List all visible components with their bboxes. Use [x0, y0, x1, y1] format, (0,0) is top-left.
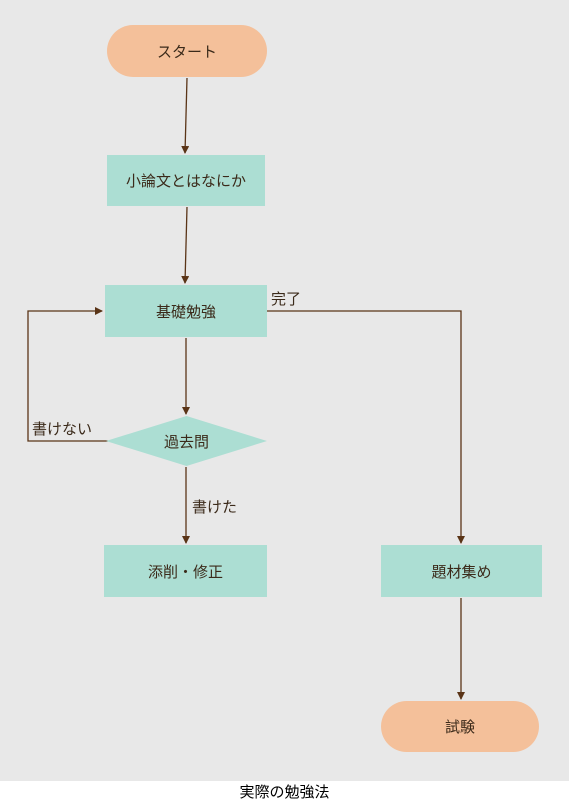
- start-node: スタート: [107, 25, 267, 77]
- past-exams-label: 過去問: [163, 432, 209, 451]
- connector-layer: [27, 77, 465, 700]
- basic-study-label: 基礎勉強: [155, 302, 216, 321]
- start-node-label: スタート: [156, 42, 217, 61]
- can-write-edge-label: 書けた: [192, 498, 238, 516]
- what-is-essay-label: 小論文とはなにか: [125, 172, 246, 190]
- done-edge-label: 完了: [271, 290, 302, 308]
- what-is-essay-node: 小論文とはなにか: [107, 155, 265, 206]
- edge-start-to-essay: [181, 77, 190, 154]
- edge-past-to-basic-loop: [27, 307, 108, 442]
- exam-node: 試験: [381, 701, 539, 752]
- collect-topics-label: 題材集め: [431, 562, 492, 581]
- collect-topics-node: 題材集め: [381, 545, 542, 597]
- correction-label: 添削・修正: [147, 562, 223, 581]
- edge-essay-to-basic: [181, 206, 190, 284]
- cannot-write-edge-label: 書けない: [32, 420, 93, 438]
- correction-node: 添削・修正: [104, 545, 267, 597]
- flowchart-canvas: スタート 小論文とはなにか 基礎勉強 過去問 添削・修正 題材集め 試験 完了 …: [0, 0, 569, 781]
- edge-basic-to-topics: [267, 310, 465, 544]
- basic-study-node: 基礎勉強: [105, 285, 267, 337]
- exam-label: 試験: [444, 718, 475, 736]
- diagram-caption: 実際の勉強法: [239, 783, 330, 801]
